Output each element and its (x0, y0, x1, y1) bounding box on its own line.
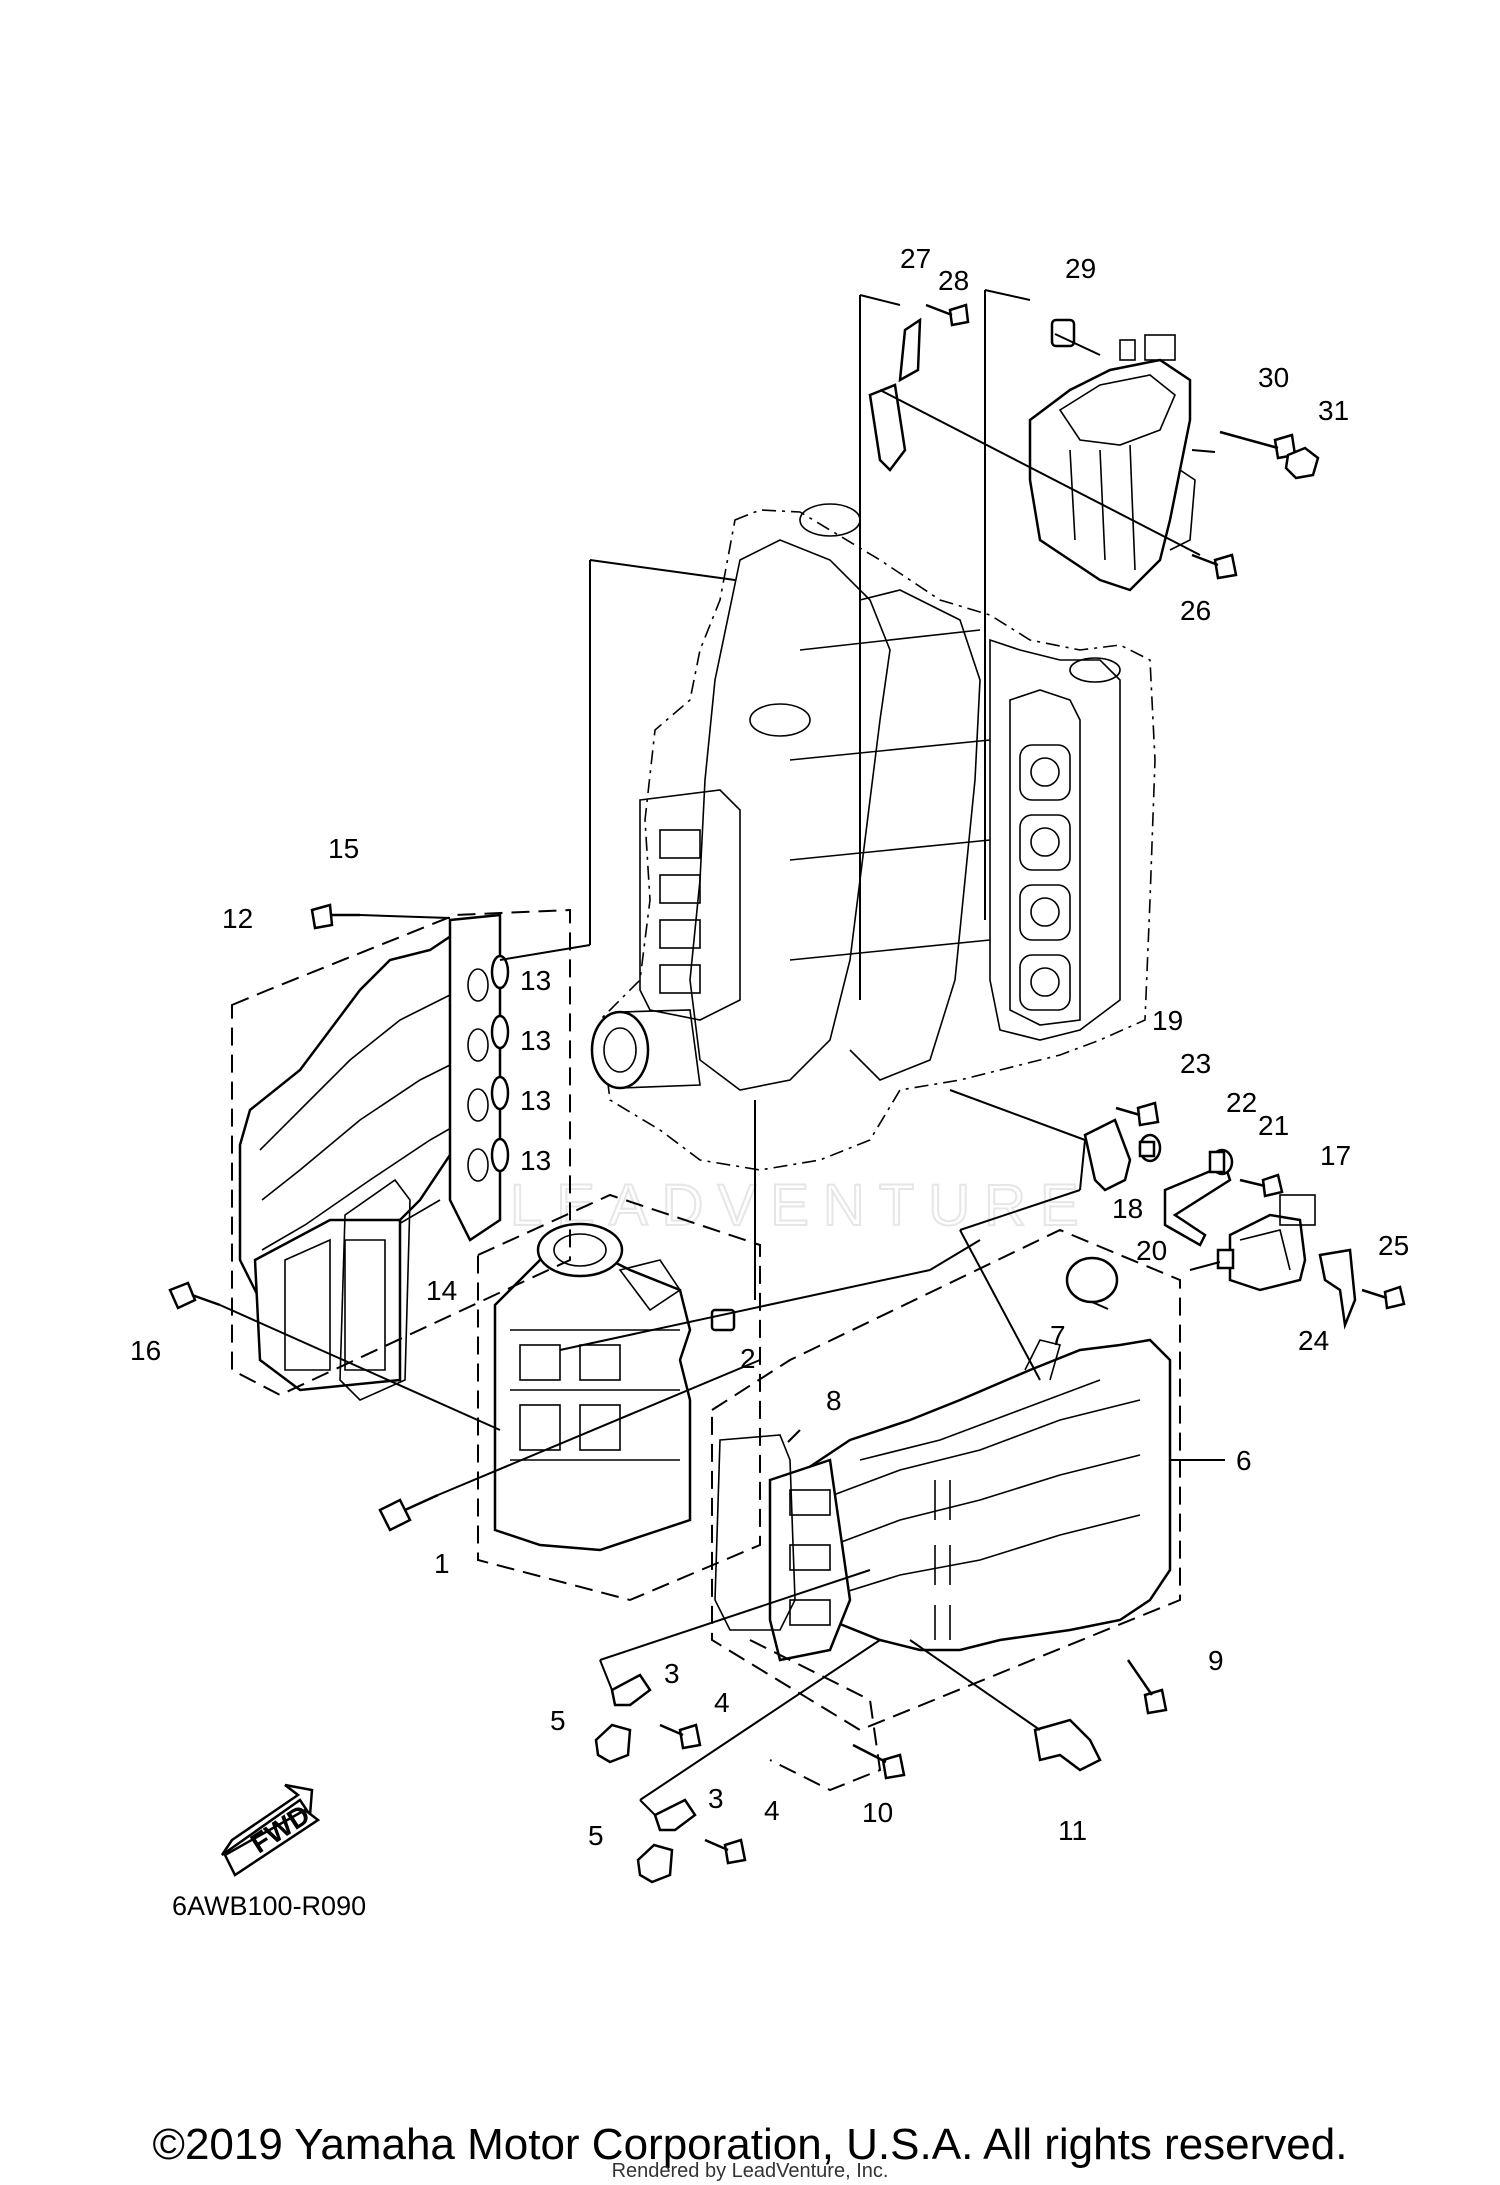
bolt-4a (659, 1723, 702, 1750)
fwd-arrow: FWD (220, 1783, 321, 1877)
bolt-9 (1126, 1659, 1168, 1715)
bracket-3b (653, 1798, 697, 1832)
manifold-ribs (934, 1480, 951, 1640)
callout-15: 15 (328, 833, 359, 864)
callout-13a: 13 (520, 965, 551, 996)
callout-13d: 13 (520, 1145, 551, 1176)
engine-block (590, 503, 1156, 1171)
bolt-28 (925, 303, 970, 327)
callout-11: 11 (1058, 1815, 1087, 1846)
throttle-body (493, 1222, 692, 1552)
callout-4a: 4 (714, 1687, 730, 1718)
callout-9: 9 (1208, 1645, 1224, 1676)
callout-2: 2 (740, 1343, 756, 1374)
callout-20: 20 (1136, 1235, 1167, 1266)
bracket-18 (1083, 1118, 1132, 1192)
sensor-5b (636, 1843, 674, 1884)
bracket-27 (868, 317, 922, 472)
callout-12: 12 (222, 903, 253, 934)
rendered-by-notice: Rendered by LeadVenture, Inc. (611, 2160, 889, 2182)
callout-23: 23 (1180, 1048, 1211, 1079)
callout-25: 25 (1378, 1230, 1409, 1261)
bracket-20 (1163, 1163, 1232, 1247)
bolt-30 (1219, 430, 1297, 460)
intake-manifold-left (238, 913, 502, 1392)
callout-14: 14 (426, 1275, 457, 1306)
callout-5a: 5 (550, 1705, 566, 1736)
sensor-5a (594, 1723, 632, 1764)
group-outline-left (231, 908, 571, 1397)
collar-22 (1208, 1148, 1234, 1176)
callout-22: 22 (1226, 1087, 1257, 1118)
group-outline-right (711, 1228, 1181, 1732)
bracket-3a (610, 1673, 652, 1707)
callout-6: 6 (1236, 1445, 1252, 1476)
callout-21: 21 (1258, 1110, 1289, 1141)
callout-13b: 13 (520, 1025, 551, 1056)
part-code: 6AWB100-R090 (172, 1891, 366, 1921)
callout-8: 8 (826, 1385, 842, 1416)
callout-18: 18 (1112, 1193, 1143, 1224)
copyright-notice: ©2019 Yamaha Motor Corporation, U.S.A. A… (152, 2120, 1348, 2169)
callout-labels: 1 2 3 3 4 4 5 5 6 7 8 9 10 11 12 13 13 1… (130, 243, 1409, 1851)
callout-16: 16 (130, 1335, 161, 1366)
bolt-16 (168, 1281, 221, 1310)
callout-30: 30 (1258, 362, 1289, 393)
control-unit-17 (1216, 1194, 1316, 1292)
callout-4b: 4 (764, 1795, 780, 1826)
clamp-11 (1033, 1718, 1102, 1772)
oil-filter (590, 1009, 701, 1090)
grommet-23 (1138, 1133, 1162, 1163)
callout-3b: 3 (708, 1783, 724, 1814)
callout-7: 7 (1050, 1320, 1066, 1351)
callout-13c: 13 (520, 1085, 551, 1116)
callout-27: 27 (900, 243, 931, 274)
bolt-1 (378, 1493, 439, 1532)
group-outline-center (477, 1193, 761, 1602)
bolt-15 (310, 903, 360, 930)
nut-31 (1284, 446, 1320, 480)
callout-31: 31 (1318, 395, 1349, 426)
callout-29: 29 (1065, 253, 1096, 284)
callout-26: 26 (1180, 595, 1211, 626)
callout-24: 24 (1298, 1325, 1329, 1356)
o-rings-13 (490, 954, 510, 1173)
cylinder-ports (1019, 744, 1071, 1011)
bolt-26 (1191, 553, 1238, 580)
gasket-8 (714, 1434, 796, 1631)
callout-28: 28 (938, 265, 969, 296)
bolt-4b (704, 1838, 747, 1865)
group-outline-lower (749, 1639, 882, 1792)
callout-5b: 5 (588, 1820, 604, 1851)
callout-1: 1 (434, 1548, 450, 1579)
callout-3a: 3 (664, 1658, 680, 1689)
fuel-filter-assembly (1028, 334, 1196, 592)
gasket-14 (339, 1178, 411, 1401)
bracket-24 (1318, 1248, 1357, 1330)
bolt-10 (852, 1743, 906, 1780)
cap-7 (1065, 1256, 1119, 1304)
leader-lines (219, 289, 1225, 1816)
callout-10: 10 (862, 1797, 893, 1828)
callout-17: 17 (1320, 1140, 1351, 1171)
bolt-19 (1115, 1101, 1160, 1127)
bolt-25 (1361, 1285, 1406, 1310)
bolt-21 (1239, 1173, 1284, 1198)
callout-19: 19 (1152, 1005, 1183, 1036)
